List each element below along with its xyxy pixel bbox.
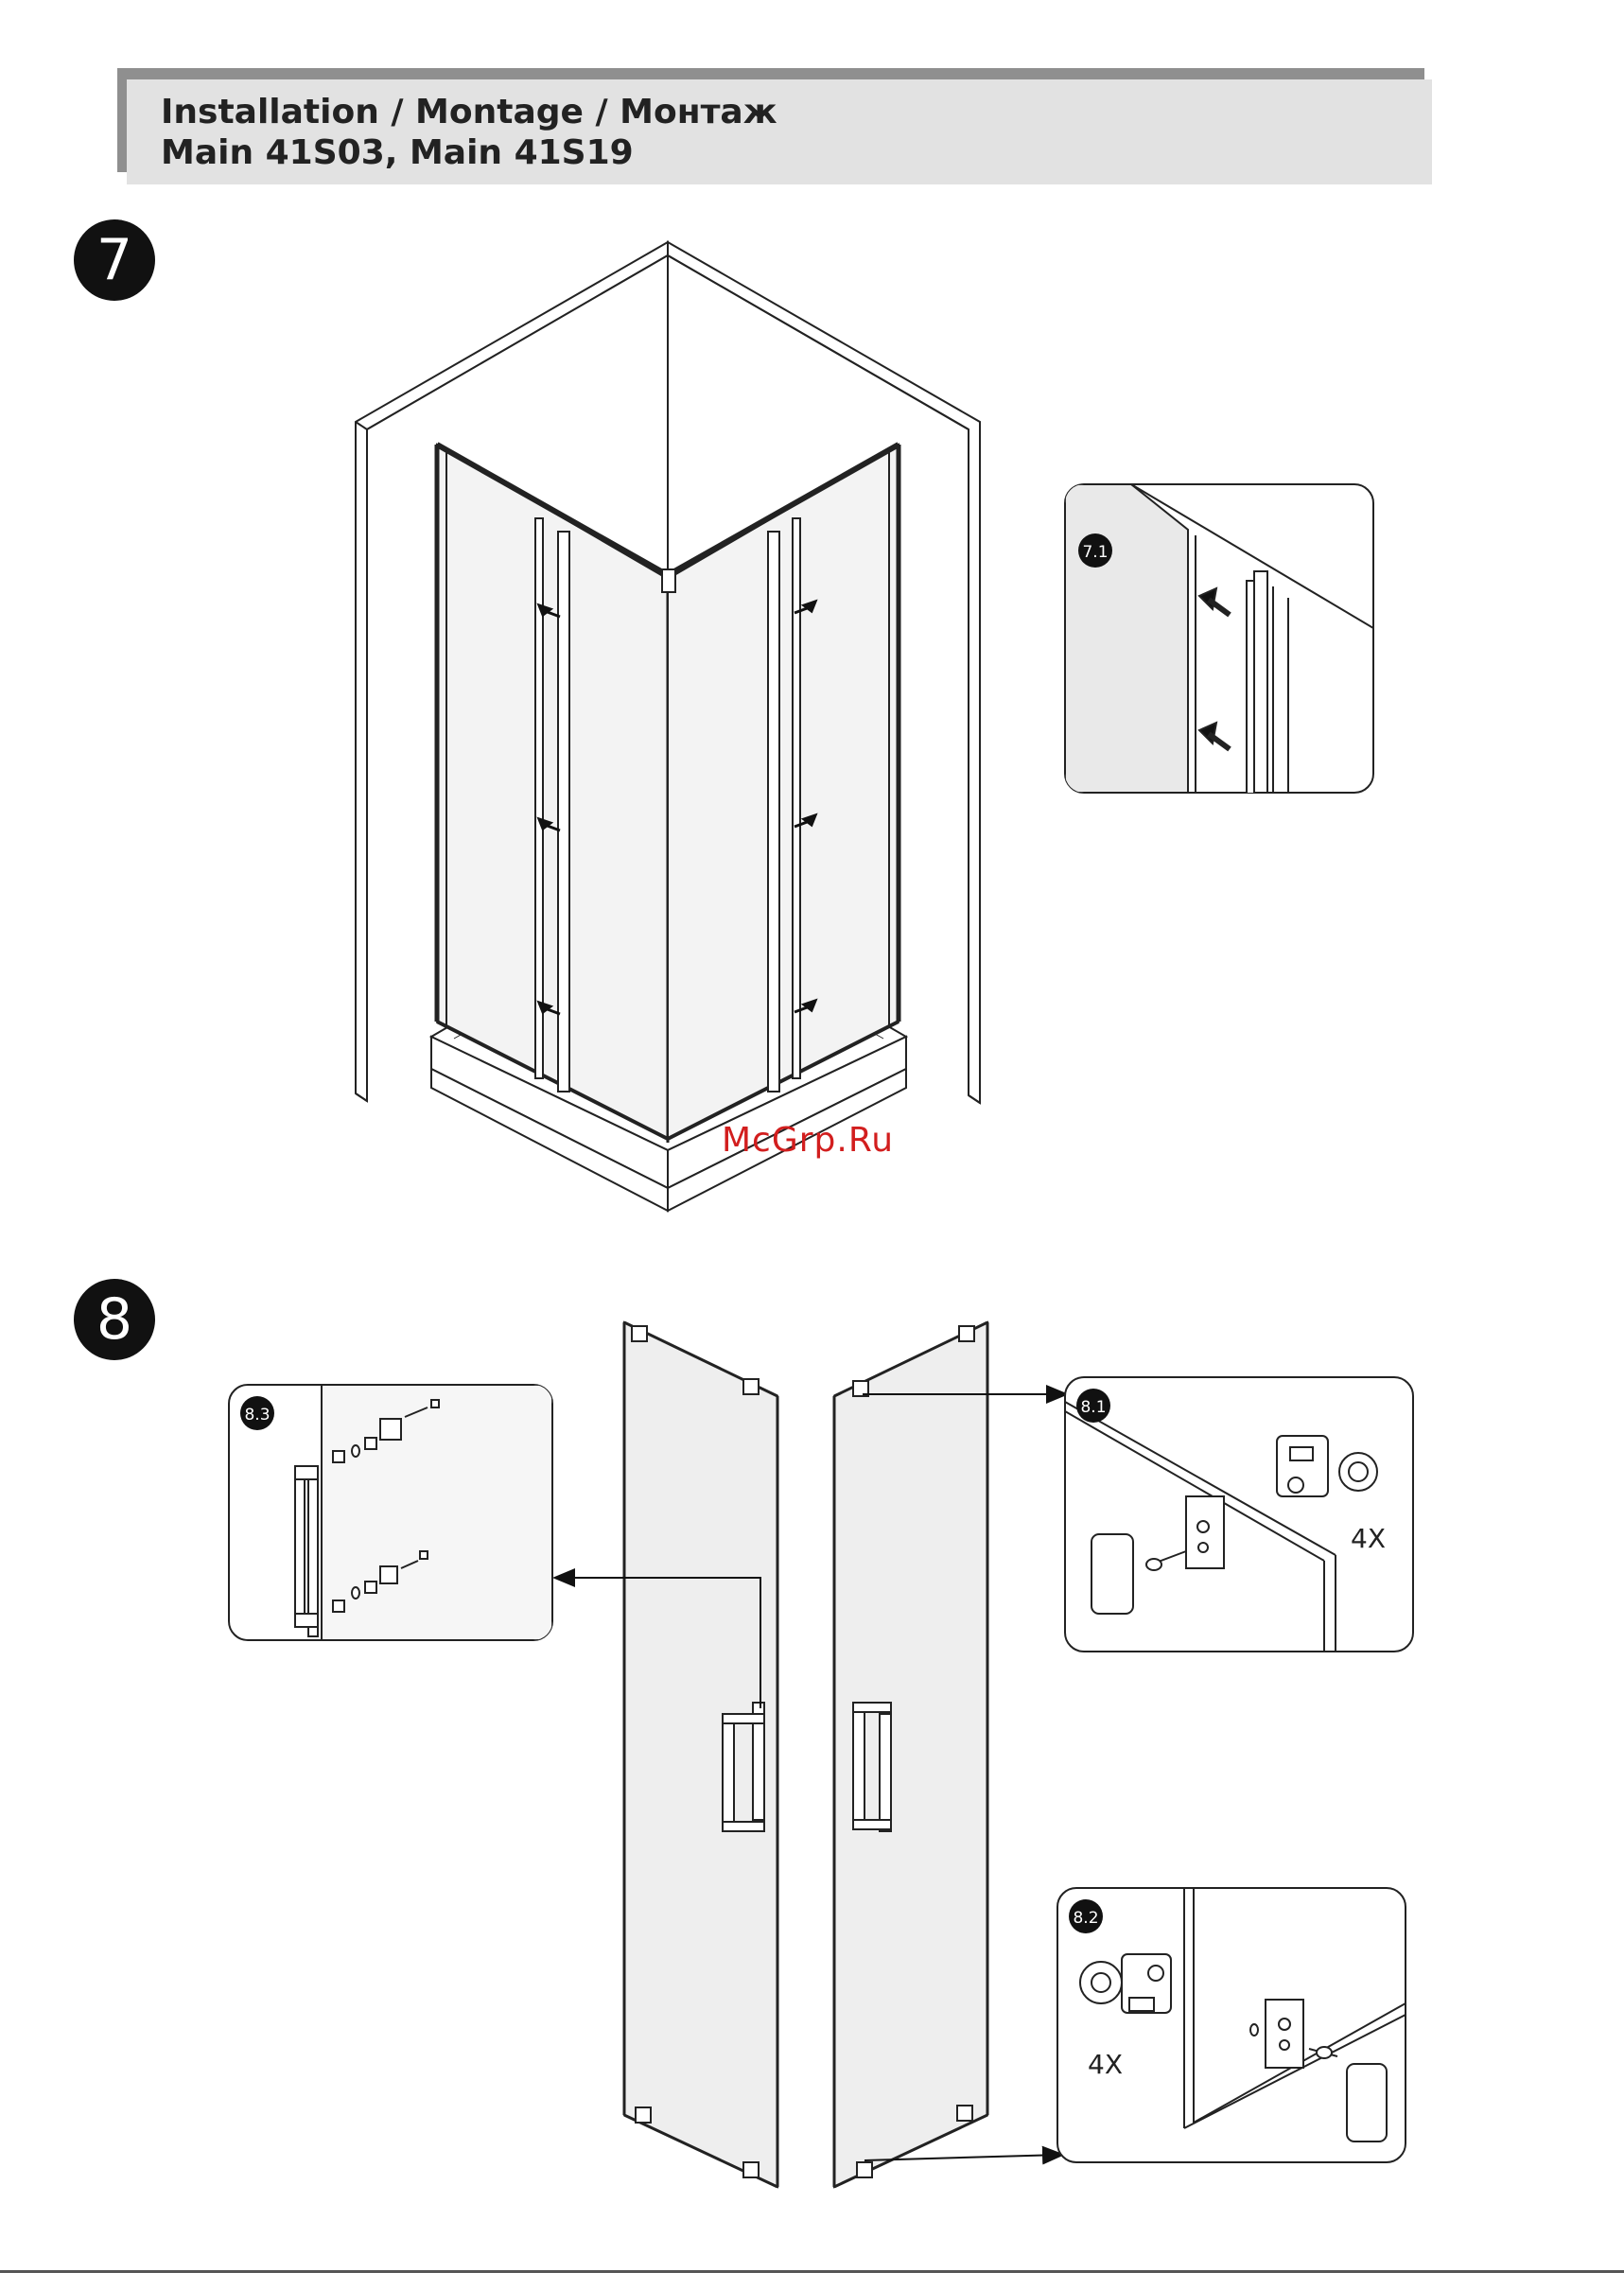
detail-8-2-panel: 8.2 — [1057, 1888, 1406, 2162]
step7-right-glass — [668, 445, 899, 1139]
detail-8-2-count: 4X — [1088, 2049, 1123, 2080]
detail-7-1-panel: 7.1 — [1065, 484, 1373, 795]
bottom-rule — [0, 2270, 1624, 2273]
watermark-text: McGrp.Ru — [722, 1121, 894, 1160]
detail-7-1-label: 7.1 — [1082, 543, 1108, 562]
detail-8-1-label: 8.1 — [1080, 1398, 1106, 1417]
detail-8-3-panel: 8.3 — [229, 1385, 552, 1640]
step7-corner-cap — [662, 569, 675, 592]
detail-8-3-label: 8.3 — [244, 1406, 270, 1425]
step8-left-door — [624, 1322, 777, 2187]
detail-8-2-label: 8.2 — [1073, 1909, 1098, 1928]
detail-8-1-panel: 8.1 — [1065, 1377, 1413, 1652]
step8-right-door — [834, 1322, 987, 2187]
detail-8-1-count: 4X — [1351, 1523, 1386, 1554]
